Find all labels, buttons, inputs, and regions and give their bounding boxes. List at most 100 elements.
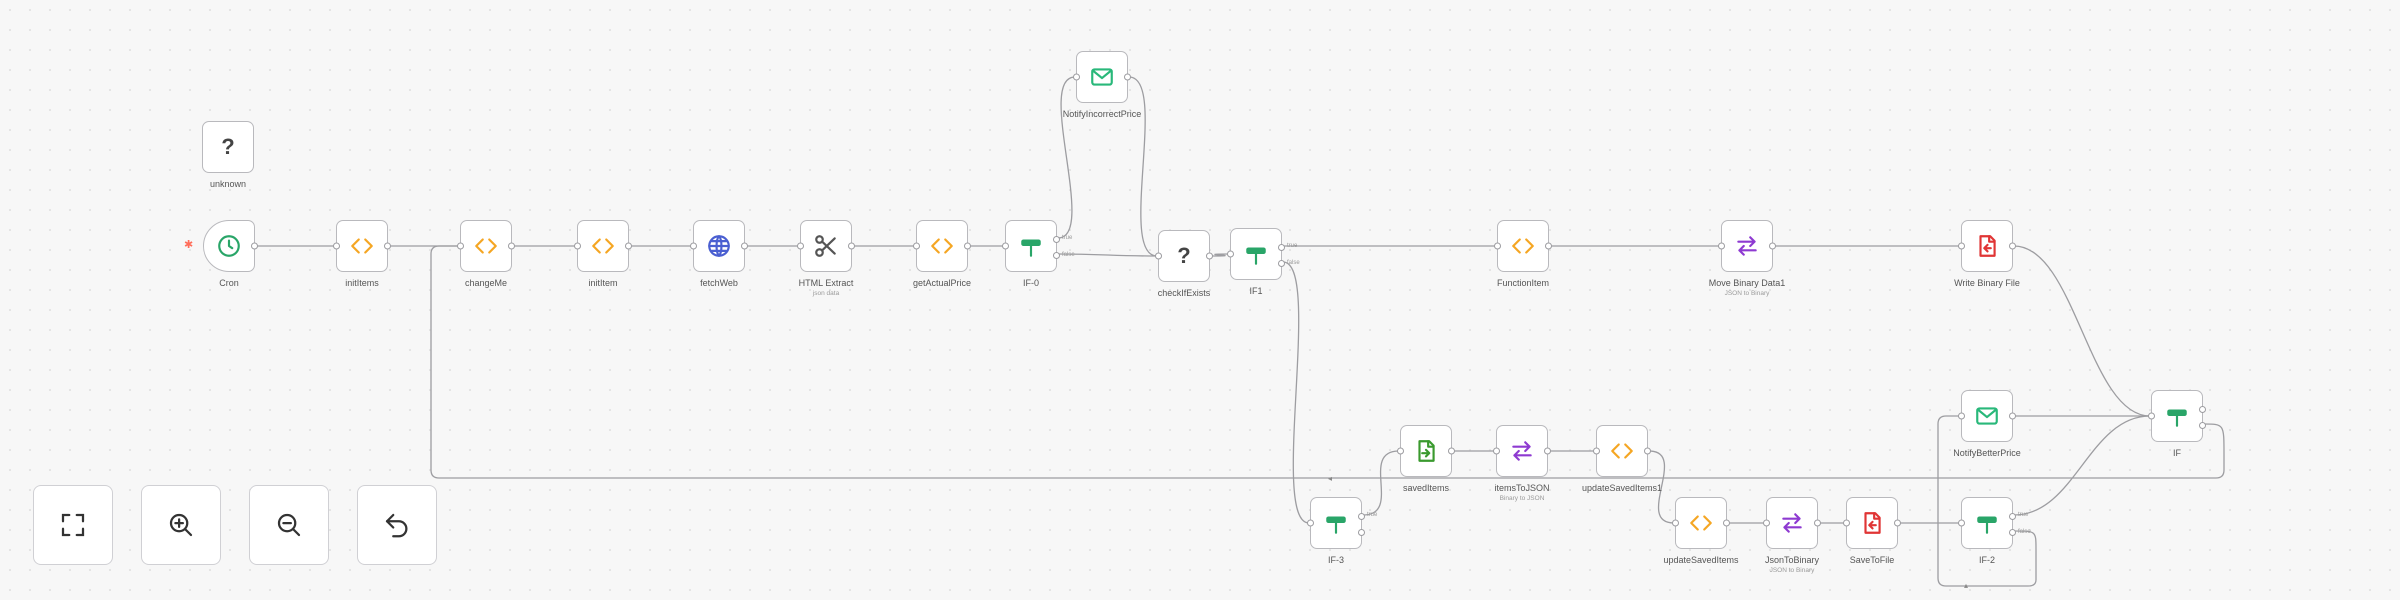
output-port[interactable] <box>1358 513 1365 520</box>
output-port[interactable] <box>1894 519 1901 527</box>
node-savedItems[interactable] <box>1397 425 1455 477</box>
node-updateSavedItems1[interactable] <box>1593 425 1651 477</box>
node-initItem[interactable] <box>574 220 632 272</box>
input-port[interactable] <box>1718 242 1725 250</box>
zoom-in-button[interactable] <box>141 485 221 565</box>
node-if2[interactable] <box>1958 497 2016 549</box>
code-icon <box>590 233 616 259</box>
output-port[interactable] <box>1053 252 1060 259</box>
node-functionItem[interactable] <box>1494 220 1552 272</box>
input-port[interactable] <box>1493 447 1500 455</box>
output-port[interactable] <box>384 242 391 250</box>
connection-line[interactable] <box>1937 415 2037 587</box>
reset-zoom-button[interactable] <box>357 485 437 565</box>
input-port[interactable] <box>1958 519 1965 527</box>
input-port[interactable] <box>1958 242 1965 250</box>
input-port[interactable] <box>1843 519 1850 527</box>
connection-line[interactable] <box>1648 450 1675 524</box>
output-port[interactable] <box>2199 422 2206 429</box>
connection-line[interactable] <box>1210 253 1230 257</box>
node-unknown[interactable]: ? <box>202 121 254 173</box>
output-port[interactable] <box>964 242 971 250</box>
output-port[interactable] <box>1544 447 1551 455</box>
output-port[interactable] <box>2009 529 2016 536</box>
node-notifyIncorrectPrice[interactable] <box>1073 51 1131 103</box>
node-initItems[interactable] <box>333 220 391 272</box>
node-itemsToJSON[interactable] <box>1493 425 1551 477</box>
connection-line[interactable] <box>1362 450 1400 516</box>
output-port[interactable] <box>1358 529 1365 536</box>
node-getActualPrice[interactable] <box>913 220 971 272</box>
fit-view-button[interactable] <box>33 485 113 565</box>
input-port[interactable] <box>1155 252 1162 260</box>
connection-line[interactable] <box>1057 76 1076 239</box>
node-jsonToBinary[interactable] <box>1763 497 1821 549</box>
input-port[interactable] <box>1958 412 1965 420</box>
output-port[interactable] <box>848 242 855 250</box>
output-port[interactable] <box>741 242 748 250</box>
output-port[interactable] <box>1206 252 1213 260</box>
input-port[interactable] <box>1307 519 1314 527</box>
node-if1[interactable] <box>1227 228 1285 280</box>
input-port[interactable] <box>1672 519 1679 527</box>
node-label: HTML Extract <box>798 278 854 288</box>
input-port[interactable] <box>333 242 340 250</box>
connection-line[interactable] <box>2013 415 2151 516</box>
zoom-out-button[interactable] <box>249 485 329 565</box>
connection-line[interactable] <box>1282 261 1310 524</box>
node-if0[interactable] <box>1002 220 1060 272</box>
node-writeBinaryFile[interactable] <box>1958 220 2016 272</box>
connection-line[interactable] <box>2013 245 2151 417</box>
file-write-icon <box>1974 233 2000 259</box>
node-label: changeMe <box>464 278 508 288</box>
output-port[interactable] <box>1124 73 1131 81</box>
node-notifyBetterPrice[interactable] <box>1958 390 2016 442</box>
input-port[interactable] <box>797 242 804 250</box>
output-port[interactable] <box>2009 242 2016 250</box>
input-port[interactable] <box>1073 73 1080 81</box>
output-port[interactable] <box>1278 260 1285 267</box>
connection-line[interactable] <box>1057 253 1158 257</box>
input-port[interactable] <box>1002 242 1009 250</box>
input-port[interactable] <box>690 242 697 250</box>
node-saveToFile[interactable] <box>1843 497 1901 549</box>
node-label: IF-0 <box>1022 278 1039 288</box>
input-port[interactable] <box>913 242 920 250</box>
output-port[interactable] <box>508 242 515 250</box>
node-htmlExtract[interactable] <box>797 220 855 272</box>
connection-line[interactable] <box>430 245 2225 479</box>
swap-arrows-icon <box>1509 438 1535 464</box>
output-port[interactable] <box>1814 519 1821 527</box>
output-port[interactable] <box>1644 447 1651 455</box>
output-port[interactable] <box>2199 406 2206 413</box>
input-port[interactable] <box>1494 242 1501 250</box>
input-port[interactable] <box>1593 447 1600 455</box>
output-port[interactable] <box>2009 412 2016 420</box>
code-icon <box>349 233 375 259</box>
node-moveBinaryData1[interactable] <box>1718 220 1776 272</box>
output-port[interactable] <box>1769 242 1776 250</box>
output-port[interactable] <box>1723 519 1730 527</box>
output-port[interactable] <box>2009 513 2016 520</box>
output-port[interactable] <box>1545 242 1552 250</box>
node-fetchWeb[interactable] <box>690 220 748 272</box>
node-updateSavedItems[interactable] <box>1672 497 1730 549</box>
node-ifFinal[interactable] <box>2148 390 2206 442</box>
node-checkIfExists[interactable]: ? <box>1155 230 1213 282</box>
input-port[interactable] <box>1763 519 1770 527</box>
input-port[interactable] <box>1227 250 1234 258</box>
node-cron[interactable] <box>203 220 258 272</box>
node-changeMe[interactable] <box>457 220 515 272</box>
output-port[interactable] <box>625 242 632 250</box>
output-port[interactable] <box>1278 244 1285 251</box>
input-port[interactable] <box>1397 447 1404 455</box>
output-port[interactable] <box>1448 447 1455 455</box>
output-port[interactable] <box>251 242 258 250</box>
connection-line[interactable] <box>1128 76 1158 257</box>
node-if3[interactable] <box>1307 497 1365 549</box>
output-port[interactable] <box>1053 236 1060 243</box>
input-port[interactable] <box>574 242 581 250</box>
input-port[interactable] <box>457 242 464 250</box>
input-port[interactable] <box>2148 412 2155 420</box>
